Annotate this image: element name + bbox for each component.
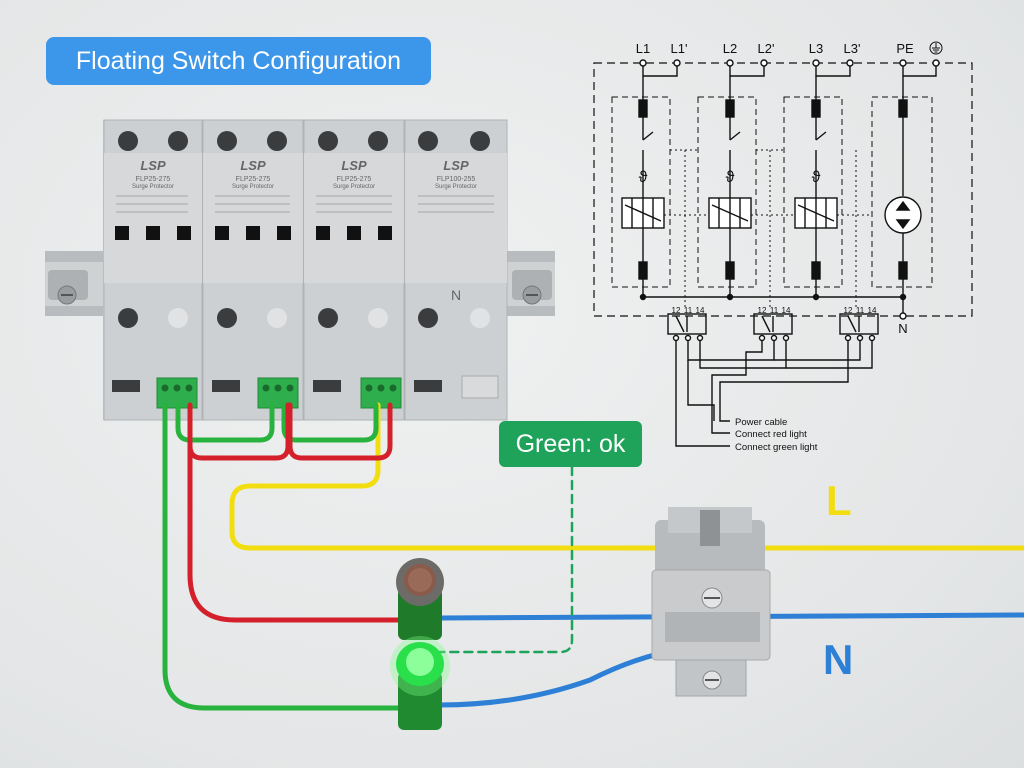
- module-2-desc: Surge Protector: [232, 184, 274, 190]
- module-3-brand: LSP: [341, 158, 367, 173]
- contact-block-2: [753, 313, 793, 342]
- page-title: Floating Switch Configuration: [46, 37, 431, 85]
- red-light-wire: [187, 427, 403, 623]
- legend-red-light: Connect red light: [735, 429, 807, 440]
- green-light-wire: [162, 402, 403, 711]
- module-1-brand: LSP: [140, 158, 166, 173]
- terminal-label-l2: L2: [723, 41, 737, 56]
- module-2: LSP FLP25-275 Surge Protector: [202, 119, 304, 421]
- module-4: LSP FLP100-255 Surge Protector N: [404, 119, 508, 421]
- green-bridge-wire-2: [281, 402, 379, 443]
- blue-return-wire: [437, 647, 683, 708]
- module-3: LSP FLP25-275 Surge Protector: [303, 119, 405, 421]
- terminal-label-pe: PE: [896, 41, 914, 56]
- module-2-brand: LSP: [240, 158, 266, 173]
- thermal-icon: ϑ: [726, 169, 735, 186]
- terminal-label-l3p: L3': [844, 41, 861, 56]
- contact-1-14: 14: [696, 306, 705, 315]
- line-wire-label: L: [826, 477, 852, 524]
- module-4-neutral-label: N: [451, 287, 461, 303]
- terminal-label-l1p: L1': [671, 41, 688, 56]
- thermal-icon: ϑ: [639, 169, 648, 186]
- green-indicator-light: [390, 636, 450, 730]
- terminal-label-l1: L1: [636, 41, 650, 56]
- contact-3-11: 11: [856, 306, 865, 315]
- phase-branch-1: ϑ: [621, 76, 665, 297]
- status-callout-line: [438, 465, 574, 654]
- neutral-terminal-label: N: [898, 321, 907, 336]
- module-1-desc: Surge Protector: [132, 184, 174, 190]
- yellow-line-wire: [229, 402, 1024, 551]
- terminal-label-l2p: L2': [758, 41, 775, 56]
- phase-branch-2: ϑ: [708, 76, 752, 297]
- module-2-model: FLP25-275: [236, 176, 271, 183]
- contact-1-11: 11: [684, 306, 693, 315]
- terminal-label-l3: L3: [809, 41, 823, 56]
- contact-2-12: 12: [758, 306, 767, 315]
- green-bridge-wire: [175, 402, 275, 443]
- pe-branch: [884, 76, 922, 316]
- module-3-model: FLP25-275: [337, 176, 372, 183]
- thermal-icon: ϑ: [812, 169, 821, 186]
- contact-2-11: 11: [770, 306, 779, 315]
- contact-3-14: 14: [868, 306, 877, 315]
- terminal-block: [651, 507, 771, 697]
- phase-branch-3: ϑ: [794, 76, 838, 297]
- legend-power-cable: Power cable: [735, 417, 787, 428]
- ground-icon: [929, 41, 943, 55]
- surge-protector-assembly: LSP FLP25-275 Surge Protector LSP FLP25-…: [103, 119, 508, 421]
- status-badge: Green: ok: [499, 421, 642, 467]
- module-1: LSP FLP25-275 Surge Protector: [103, 119, 203, 421]
- wiring-schematic: ϑ ϑ ϑ: [593, 59, 973, 447]
- contact-1-12: 12: [672, 306, 681, 315]
- module-4-brand: LSP: [443, 158, 469, 173]
- schematic-terminals: [639, 59, 940, 77]
- contact-block-3: [839, 313, 879, 342]
- schematic-labels: L1 L1' L2 L2' L3 L3' PE N 12 11 14 12 11…: [636, 41, 943, 453]
- contact-block-1: [667, 313, 707, 342]
- contact-3-12: 12: [844, 306, 853, 315]
- module-3-desc: Surge Protector: [333, 184, 375, 190]
- module-1-model: FLP25-275: [136, 176, 171, 183]
- neutral-wire-label: N: [823, 636, 854, 683]
- legend-green-light: Connect green light: [735, 442, 818, 453]
- module-4-model: FLP100-255: [437, 176, 476, 183]
- module-4-desc: Surge Protector: [435, 184, 477, 190]
- contact-2-14: 14: [782, 306, 791, 315]
- red-indicator-light: [396, 558, 444, 640]
- red-bridge-wire-2: [287, 402, 393, 461]
